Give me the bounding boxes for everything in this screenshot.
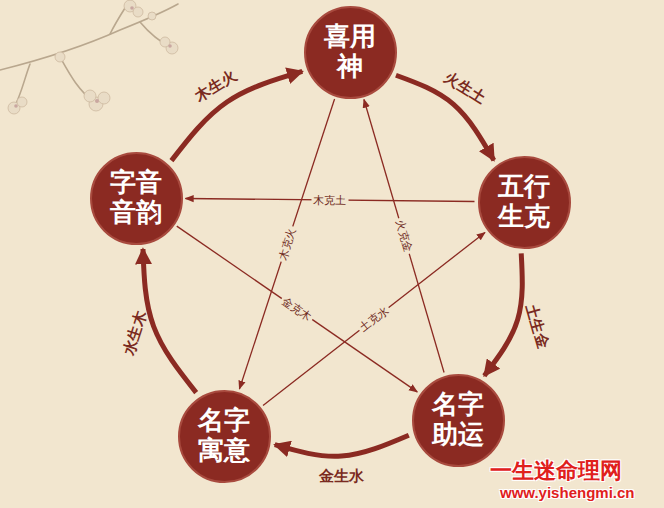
watermark-title: 一生迷命理网 bbox=[490, 456, 622, 486]
overcoming-label: 金克木 bbox=[278, 294, 315, 325]
node-title: 五行 生克 bbox=[497, 172, 552, 232]
element-circle: 名字 寓意 bbox=[178, 390, 271, 483]
node-title: 名字 寓意 bbox=[197, 406, 252, 466]
overcoming-label: 木克土 bbox=[311, 194, 348, 206]
generating-label: 水生木 bbox=[120, 309, 150, 357]
watermark-url: www.yishengmi.cn bbox=[500, 484, 634, 501]
node-title: 字音 音韵 bbox=[109, 168, 164, 228]
element-circle: 名字 助运 bbox=[412, 374, 505, 467]
overcoming-arrow bbox=[239, 99, 334, 389]
overcoming-label: 火克金 bbox=[393, 217, 415, 256]
generating-label: 土生金 bbox=[523, 302, 551, 350]
overcoming-label: 土克水 bbox=[356, 303, 393, 335]
overcoming-arrow bbox=[177, 226, 417, 392]
overcoming-arrow bbox=[364, 99, 444, 372]
generating-arrow bbox=[275, 435, 409, 456]
generating-label: 金生水 bbox=[319, 468, 364, 485]
node-title: 名字 助运 bbox=[431, 390, 486, 450]
generating-arrow bbox=[171, 71, 302, 160]
element-circle: 五行 生克 bbox=[478, 156, 571, 249]
node-title: 喜用神 bbox=[323, 22, 378, 82]
element-circle: 喜用神 bbox=[304, 6, 397, 99]
element-circle: 字音 音韵 bbox=[90, 152, 183, 245]
generating-arrow bbox=[143, 249, 196, 393]
overcoming-label: 木克火 bbox=[275, 225, 298, 264]
generating-arrow bbox=[484, 253, 522, 375]
